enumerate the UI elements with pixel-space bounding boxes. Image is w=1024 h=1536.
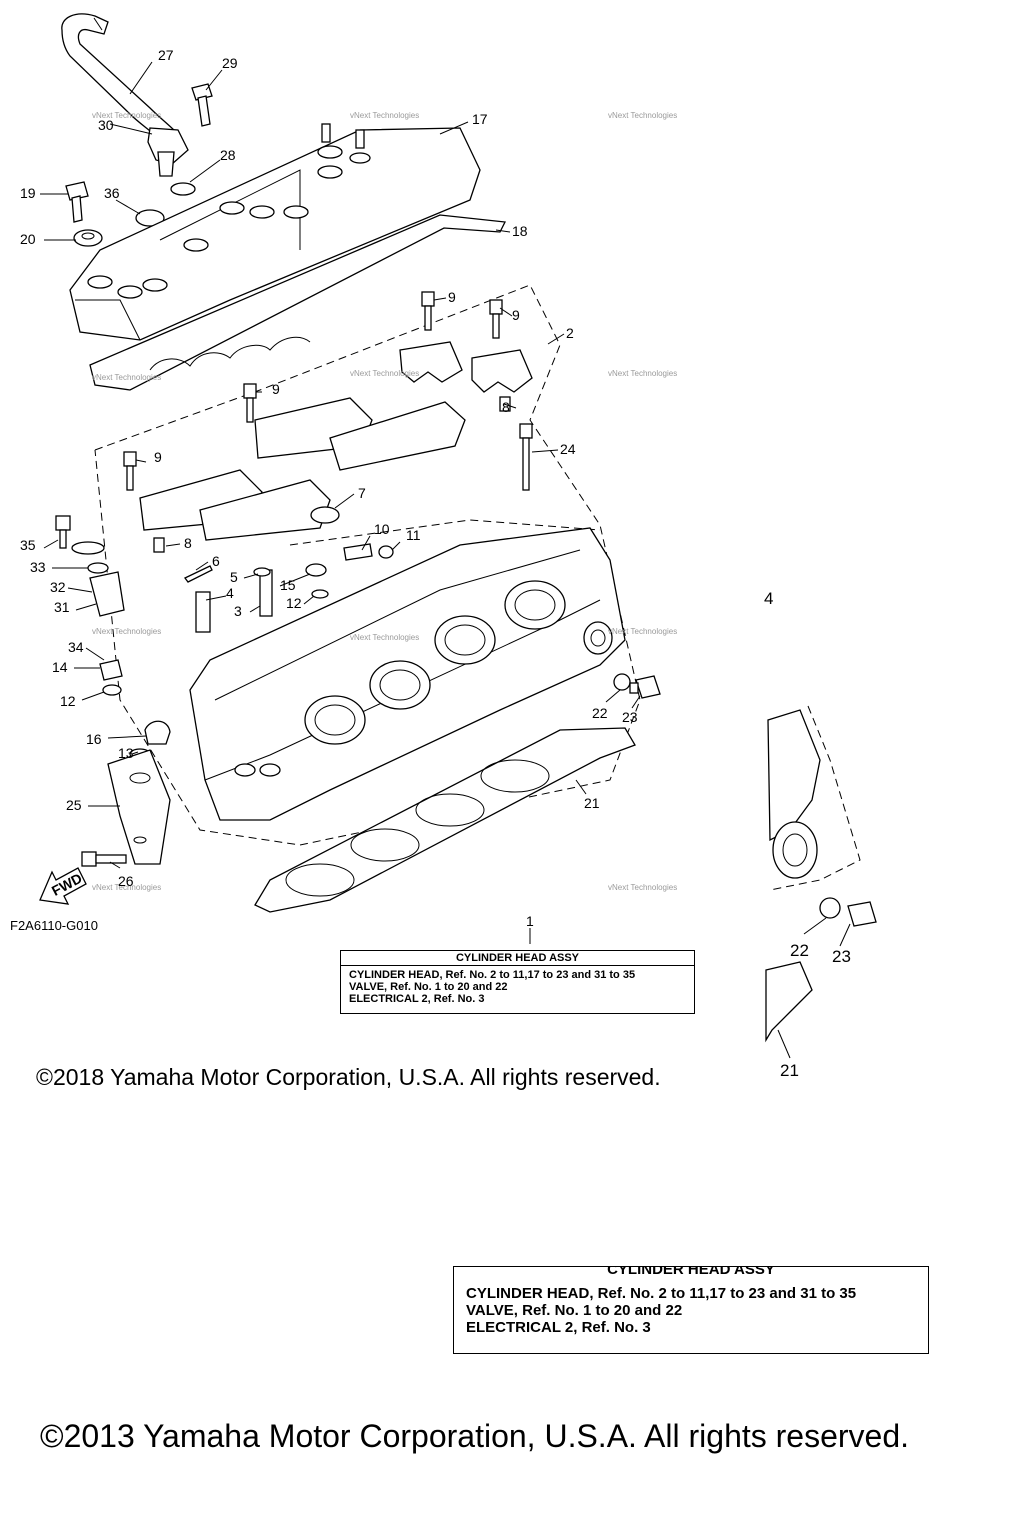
- camshaft-cap-upper: [399, 341, 533, 393]
- left-side-parts: [55, 515, 171, 760]
- callout-27: 27: [158, 47, 174, 63]
- svg-text:vNext Technologies: vNext Technologies: [92, 373, 161, 382]
- callout-36: 36: [104, 185, 120, 201]
- leader-lines: [40, 61, 851, 947]
- callout-2: 2: [566, 325, 574, 341]
- assy-info-box-lower: CYLINDER HEAD ASSY CYLINDER HEAD, Ref. N…: [453, 1266, 929, 1354]
- assy-line-1: CYLINDER HEAD, Ref. No. 2 to 11,17 to 23…: [466, 1285, 857, 1302]
- callout-24: 24: [560, 441, 576, 457]
- callout-5: 5: [230, 569, 238, 585]
- cylinder-head: [189, 527, 626, 821]
- callout-9b: 9: [512, 307, 520, 323]
- svg-text:vNext Technologies: vNext Technologies: [608, 883, 677, 892]
- dowel-8b: [153, 537, 165, 553]
- assy-line-3: ELECTRICAL 2, Ref. No. 3: [466, 1319, 651, 1336]
- callout-9c: 9: [272, 381, 280, 397]
- callout-17: 17: [472, 111, 488, 127]
- callout-26: 26: [118, 873, 134, 889]
- assy-line-1: CYLINDER HEAD, Ref. No. 2 to 11,17 to 23…: [349, 969, 636, 981]
- callout-12a: 12: [286, 595, 302, 611]
- bolt-24: [519, 423, 533, 491]
- callout-4: 4: [226, 585, 234, 601]
- bolts-9: [123, 291, 503, 491]
- callout-4b: 4: [764, 589, 773, 608]
- callout-22b: 22: [790, 941, 809, 960]
- callout-21b: 21: [780, 1061, 799, 1080]
- svg-text:vNext Technologies: vNext Technologies: [350, 111, 419, 120]
- svg-text:vNext Technologies: vNext Technologies: [608, 369, 677, 378]
- fwd-arrow: FWD: [39, 867, 87, 905]
- camshaft-cap-mid: [254, 397, 466, 471]
- head-gasket-21: [254, 727, 636, 913]
- callout-9d: 9: [154, 449, 162, 465]
- watermarks: vNext Technologies vNext Technologies vN…: [92, 111, 677, 892]
- callout-34: 34: [68, 639, 84, 655]
- callout-30: 30: [98, 117, 114, 133]
- o-ring-28: [170, 182, 196, 196]
- callout-9a: 9: [448, 289, 456, 305]
- callout-32: 32: [50, 579, 66, 595]
- callout-6: 6: [212, 553, 220, 569]
- callout-11: 11: [406, 527, 421, 543]
- washer-22: [613, 673, 631, 691]
- assy-line-3: ELECTRICAL 2, Ref. No. 3: [349, 993, 485, 1005]
- callout-1: 1: [526, 913, 534, 929]
- assy-title: CYLINDER HEAD ASSY: [341, 951, 694, 966]
- assy-title-cut: CYLINDER HEAD ASSY: [607, 1267, 775, 1278]
- callout-10: 10: [374, 521, 390, 537]
- plug-36: [135, 209, 165, 227]
- bolt-19: [65, 181, 89, 223]
- callout-14: 14: [52, 659, 68, 675]
- svg-text:vNext Technologies: vNext Technologies: [350, 369, 419, 378]
- callout-19: 19: [20, 185, 36, 201]
- callout-20: 20: [20, 231, 36, 247]
- callout-23: 23: [622, 709, 638, 725]
- callout-numbers: 27 29 30 28 19 36 20 17 18 9 9 2 9 8 24 …: [20, 47, 851, 1080]
- callout-8a: 8: [502, 399, 510, 415]
- bolt-29: [191, 83, 213, 127]
- bracket-25: [107, 749, 171, 865]
- callout-13: 13: [118, 745, 134, 761]
- callout-8b: 8: [184, 535, 192, 551]
- grommet-20: [73, 229, 103, 247]
- svg-text:vNext Technologies: vNext Technologies: [608, 627, 677, 636]
- svg-text:vNext Technologies: vNext Technologies: [92, 627, 161, 636]
- copyright-2013: ©2013 Yamaha Motor Corporation, U.S.A. A…: [40, 1418, 910, 1454]
- assy-line-2: VALVE, Ref. No. 1 to 20 and 22: [349, 981, 508, 993]
- gasket-18: [89, 214, 506, 391]
- callout-31: 31: [54, 599, 70, 615]
- callout-23b: 23: [832, 947, 851, 966]
- callout-28: 28: [220, 147, 236, 163]
- breather-hose-27: [61, 13, 189, 177]
- bolt-26: [81, 851, 127, 867]
- svg-text:vNext Technologies: vNext Technologies: [92, 111, 161, 120]
- callout-16: 16: [86, 731, 102, 747]
- diagram-code: F2A6110-G010: [10, 918, 98, 933]
- callout-3: 3: [234, 603, 242, 619]
- callout-15: 15: [280, 577, 296, 593]
- svg-text:vNext Technologies: vNext Technologies: [92, 883, 161, 892]
- callout-29: 29: [222, 55, 238, 71]
- camshaft-cap-lower: [139, 469, 331, 541]
- svg-text:vNext Technologies: vNext Technologies: [608, 111, 677, 120]
- callout-35: 35: [20, 537, 36, 553]
- cylinder-head-cover-17: [69, 123, 481, 341]
- copyright-2018: ©2018 Yamaha Motor Corporation, U.S.A. A…: [36, 1064, 661, 1090]
- callout-25: 25: [66, 797, 82, 813]
- callout-22: 22: [592, 705, 608, 721]
- callout-33: 33: [30, 559, 46, 575]
- callout-18: 18: [512, 223, 528, 239]
- svg-text:vNext Technologies: vNext Technologies: [350, 633, 419, 642]
- callout-7: 7: [358, 485, 366, 501]
- callout-21: 21: [584, 795, 600, 811]
- second-diagram-fragment: [760, 700, 1024, 1080]
- plug-23: [629, 675, 661, 699]
- valve-parts: [184, 506, 394, 633]
- callout-12b: 12: [60, 693, 76, 709]
- assy-info-box-upper: CYLINDER HEAD ASSY CYLINDER HEAD, Ref. N…: [340, 950, 695, 1014]
- assy-line-2: VALVE, Ref. No. 1 to 20 and 22: [466, 1302, 683, 1319]
